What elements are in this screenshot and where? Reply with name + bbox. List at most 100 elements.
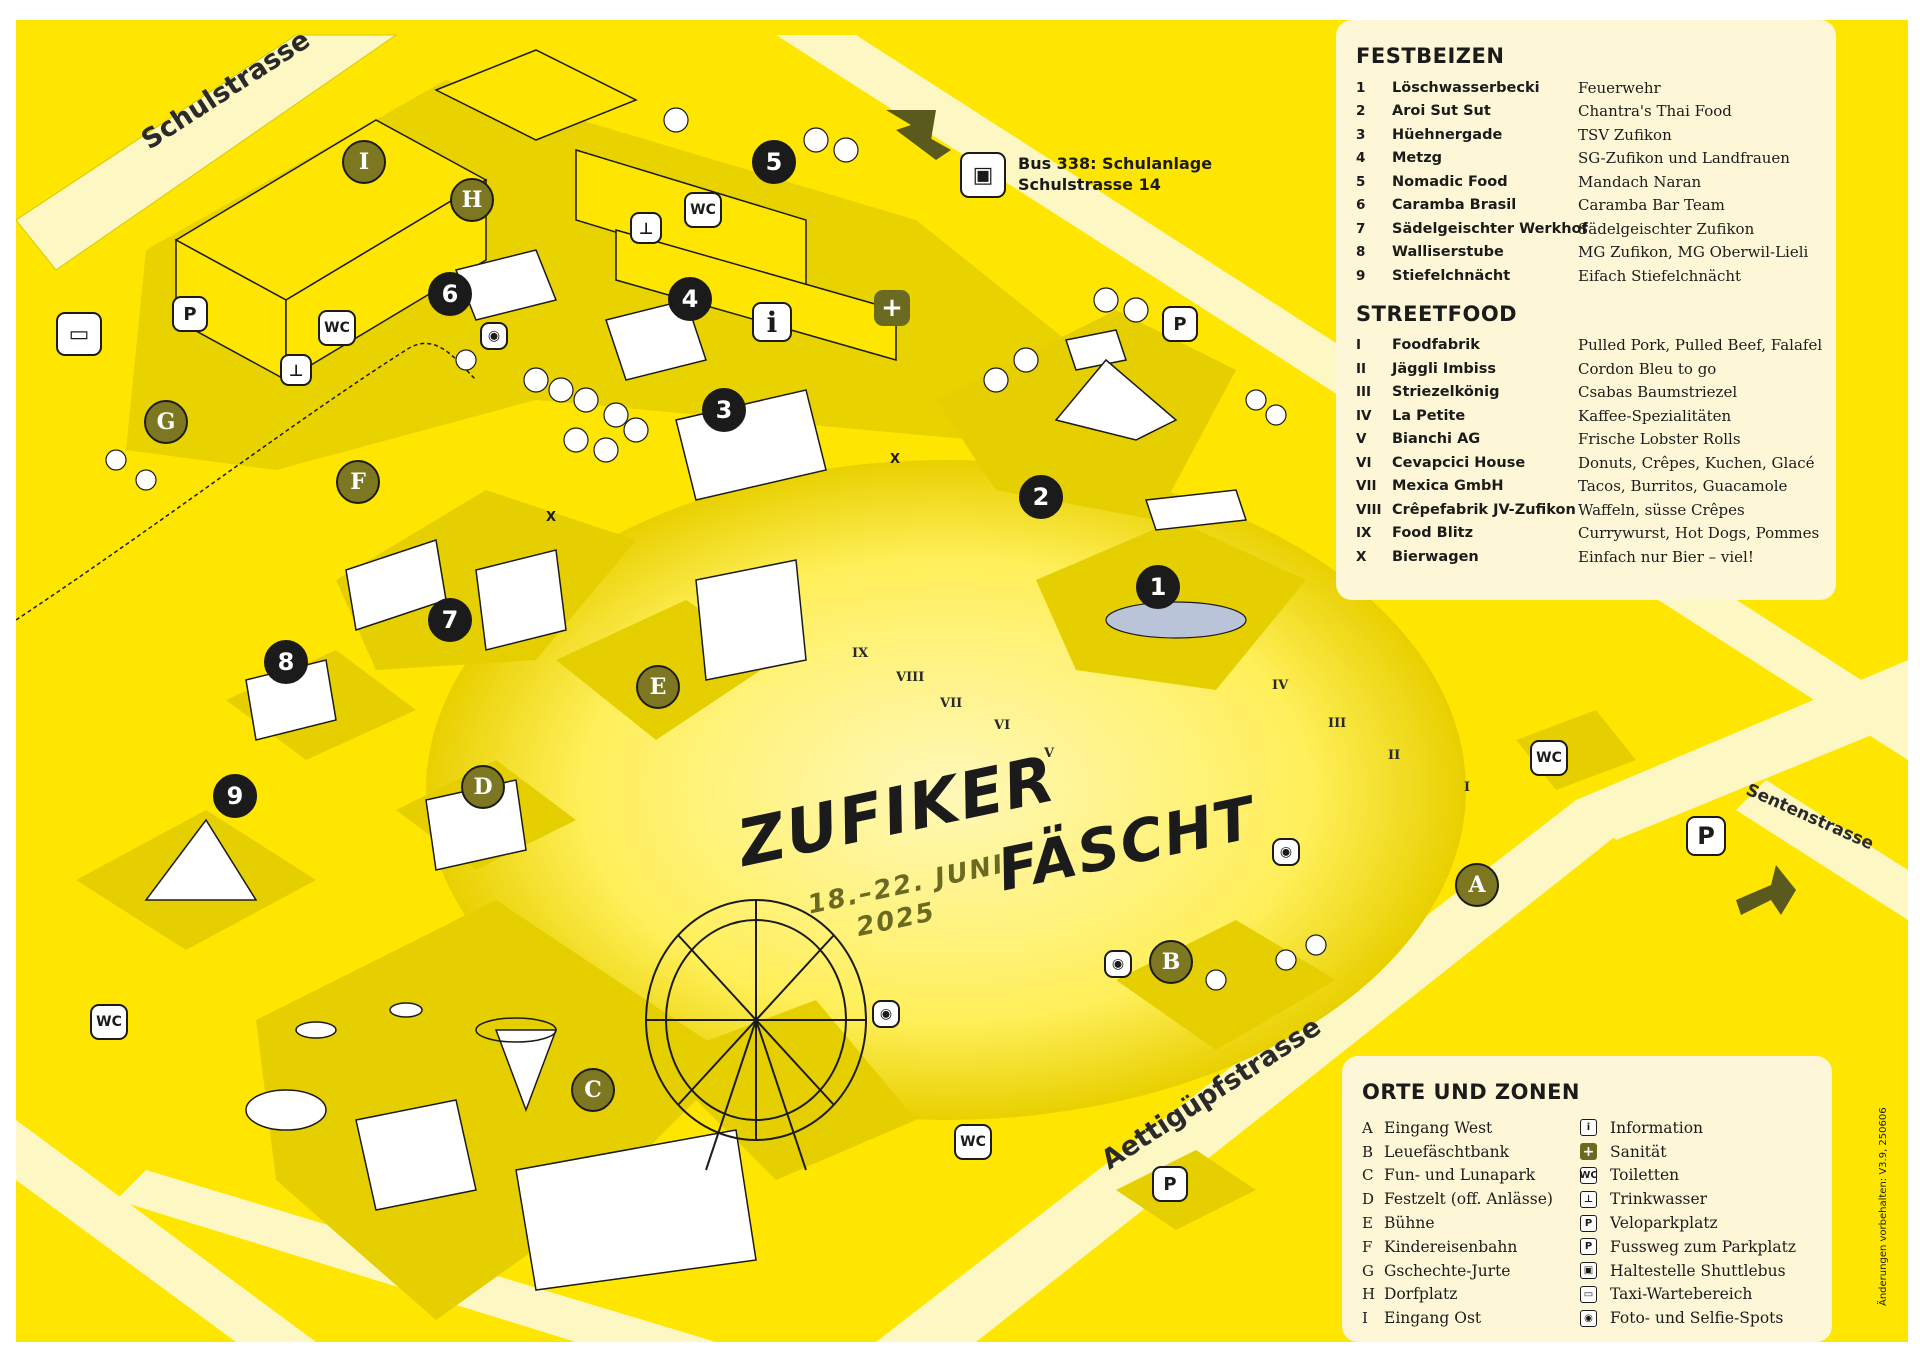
marker-festbeiz-6[interactable]: 6 [428,272,472,316]
wc-icon-5[interactable]: WC [954,1124,992,1160]
festbeizen-number: 7 [1356,220,1366,237]
streetfood-label-viii: VIII [896,670,925,685]
road-schulstrasse [16,34,398,271]
zone-letter: G [1362,1261,1374,1280]
taxi-icon[interactable]: ▭ [56,312,102,356]
streetfood-name: Bierwagen [1392,548,1479,565]
marker-festbeiz-3[interactable]: 3 [702,388,746,432]
marker-festbeiz-7[interactable]: 7 [428,598,472,642]
streetfood-label-vii: VII [940,696,963,711]
marker-festbeiz-8[interactable]: 8 [264,640,308,684]
marker-festbeiz-9[interactable]: 9 [213,774,257,818]
arrow-to-parking [1736,865,1796,915]
marker-zone-a[interactable]: A [1455,863,1499,907]
marker-zone-b[interactable]: B [1149,940,1193,984]
camera-icon-4[interactable]: ◉ [872,1000,900,1028]
streetfood-operator: Waffeln, süsse Crêpes [1578,500,1745,519]
parking-icon-west[interactable]: P [1686,816,1726,856]
camera-icon-2[interactable]: ◉ [1272,838,1300,866]
festbeizen-name: Löschwasserbecki [1392,79,1540,96]
streetfood-name: La Petite [1392,407,1466,424]
marker-zone-g[interactable]: G [144,400,188,444]
festbeizen-name: Walliserstube [1392,244,1504,261]
streetfood-operator: Pulled Pork, Pulled Beef, Falafel [1578,336,1823,355]
festbeizen-number: 1 [1356,79,1366,96]
wc-icon-4[interactable]: WC [90,1004,128,1040]
marker-festbeiz-1[interactable]: 1 [1136,565,1180,609]
symbol-label: Veloparkplatz [1610,1214,1718,1233]
festbeizen-name: Caramba Brasil [1392,197,1517,214]
streetfood-operator: Csabas Baumstriezel [1578,383,1738,402]
symbol-row: ⊥ Trinkwasser [1580,1187,1796,1211]
wc-icon-2[interactable]: WC [318,310,356,346]
road-south-west [16,1120,316,1342]
zone-letter: I [1362,1309,1368,1328]
streetfood-name: Bianchi AG [1392,431,1481,448]
festbeizen-number: 9 [1356,267,1366,284]
festbeizen-name: Hüehnergade [1392,126,1503,143]
festbeizen-name: Stiefelchnächt [1392,267,1511,284]
marker-festbeiz-5[interactable]: 5 [752,140,796,184]
symbol-label: Toiletten [1610,1166,1680,1185]
bus-stop-icon[interactable]: ▣ [960,152,1006,198]
zone-letter: C [1362,1166,1374,1185]
bike-parking-icon-1[interactable]: P [172,296,208,332]
marker-festbeiz-2[interactable]: 2 [1019,475,1063,519]
info-icon[interactable]: i [752,302,792,342]
marker-zone-c[interactable]: C [571,1068,615,1112]
marker-zone-f[interactable]: F [336,460,380,504]
wc-icon-1[interactable]: WC [684,192,722,228]
symbol-row: ▣Haltestelle Shuttlebus [1580,1259,1796,1283]
festbeizen-name: Sädelgeischter Werkhof [1392,220,1588,237]
marker-festbeiz-4[interactable]: 4 [668,277,712,321]
streetfood-label-i: I [1464,780,1471,795]
festbeizen-operator: TSV Zufikon [1578,125,1672,144]
info-icon: i [1580,1119,1597,1137]
symbol-row: ◉Foto- und Selfie-Spots [1580,1306,1796,1330]
zone-letter: A [1362,1118,1373,1137]
marker-zone-i[interactable]: I [342,140,386,184]
zone-label: Gschechte-Jurte [1384,1261,1511,1280]
camera-icon-1[interactable]: ◉ [480,322,508,350]
water-tap-icon: ⊥ [1580,1190,1597,1208]
streetfood-name: Cevapcici House [1392,454,1526,471]
streetfood-number: IV [1356,407,1372,424]
water-tap-icon-1[interactable]: ⊥ [630,212,662,244]
festbeizen-operator: Feuerwehr [1578,78,1661,97]
bike-parking-icon-3[interactable]: P [1152,1166,1188,1202]
camera-icon-3[interactable]: ◉ [1104,950,1132,978]
wc-icon-3[interactable]: WC [1530,740,1568,776]
marker-zone-e[interactable]: E [636,665,680,709]
streetfood-number: X [1356,548,1367,565]
festbeizen-operator: SG-Zufikon und Landfrauen [1578,149,1790,168]
zone-letter: D [1362,1190,1375,1209]
first-aid-icon[interactable]: + [874,290,910,326]
bike-parking-icon-2[interactable]: P [1162,306,1198,342]
festbeizen-name: Aroi Sut Sut [1392,103,1491,120]
pond [1105,601,1247,639]
marker-zone-d[interactable]: D [461,765,505,809]
zone-letter: F [1362,1237,1373,1256]
festbeizen-operator: Chantra's Thai Food [1578,102,1732,121]
festbeizen-number: 6 [1356,197,1366,214]
marker-zone-h[interactable]: H [450,178,494,222]
zone-letter: B [1362,1142,1374,1161]
symbol-label: Trinkwasser [1610,1190,1708,1209]
water-tap-icon-2[interactable]: ⊥ [280,354,312,386]
